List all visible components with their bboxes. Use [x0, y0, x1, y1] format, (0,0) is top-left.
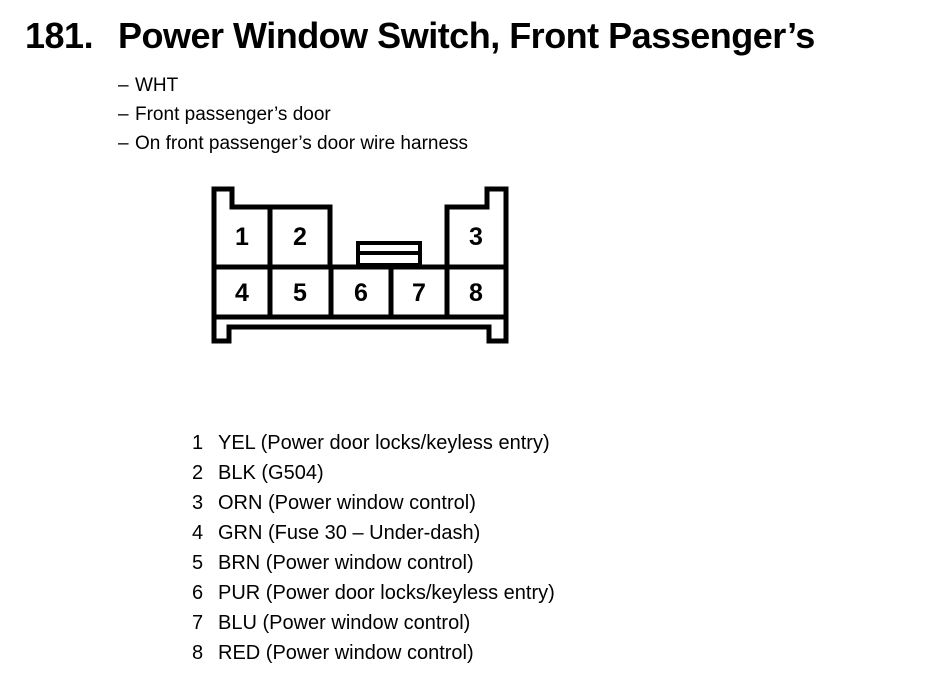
- section-number: 181.: [25, 15, 94, 56]
- bullet-dash: –: [118, 75, 129, 96]
- pin-4-label: 4: [235, 279, 249, 307]
- wire-label: PUR (Power door locks/keyless entry): [218, 582, 555, 604]
- connector-latch: [356, 241, 422, 267]
- pin-5-label: 5: [293, 279, 307, 307]
- bullet-text: WHT: [135, 75, 179, 96]
- pin-number: 3: [192, 492, 204, 514]
- bullet-list: –WHT –Front passenger’s door –On front p…: [118, 71, 468, 158]
- pin-number: 7: [192, 612, 204, 634]
- pin-list-row: 8 RED (Power window control): [192, 638, 555, 668]
- pin-list-row: 3 ORN (Power window control): [192, 488, 555, 518]
- page-title: Power Window Switch, Front Passenger’s: [118, 15, 815, 56]
- pin-list-row: 4 GRN (Fuse 30 – Under-dash): [192, 518, 555, 548]
- pin-list-row: 1 YEL (Power door locks/keyless entry): [192, 428, 555, 458]
- pin-number: 8: [192, 642, 204, 664]
- pin-number: 4: [192, 522, 204, 544]
- pin-number: 2: [192, 462, 204, 484]
- bullet-item: –Front passenger’s door: [118, 100, 468, 129]
- pin-list-row: 2 BLK (G504): [192, 458, 555, 488]
- pin-number: 6: [192, 582, 204, 604]
- wire-label: RED (Power window control): [218, 642, 474, 664]
- wire-label: BLK (G504): [218, 462, 324, 484]
- pin-3-label: 3: [469, 223, 483, 251]
- pin-list-row: 7 BLU (Power window control): [192, 608, 555, 638]
- pin-8-label: 8: [469, 279, 483, 307]
- wire-label: GRN (Fuse 30 – Under-dash): [218, 522, 481, 544]
- bullet-text: Front passenger’s door: [135, 104, 331, 125]
- bullet-item: –On front passenger’s door wire harness: [118, 129, 468, 158]
- wire-label: BRN (Power window control): [218, 552, 474, 574]
- pin-7-label: 7: [412, 279, 426, 307]
- pin-1-label: 1: [235, 223, 249, 251]
- pin-number: 5: [192, 552, 204, 574]
- bullet-text: On front passenger’s door wire harness: [135, 133, 469, 154]
- wire-label: ORN (Power window control): [218, 492, 476, 514]
- wire-label: BLU (Power window control): [218, 612, 471, 634]
- wire-label: YEL (Power door locks/keyless entry): [218, 432, 550, 454]
- pin-2-label: 2: [293, 223, 307, 251]
- pin-list-row: 5 BRN (Power window control): [192, 548, 555, 578]
- pin-number: 1: [192, 432, 204, 454]
- bullet-dash: –: [118, 133, 129, 154]
- bullet-item: –WHT: [118, 71, 468, 100]
- bullet-dash: –: [118, 104, 129, 125]
- pin-6-label: 6: [354, 279, 368, 307]
- pin-list-row: 6 PUR (Power door locks/keyless entry): [192, 578, 555, 608]
- connector-diagram: 1 2 3 4 5 6 7 8: [211, 186, 509, 344]
- connector-outline: [211, 186, 509, 344]
